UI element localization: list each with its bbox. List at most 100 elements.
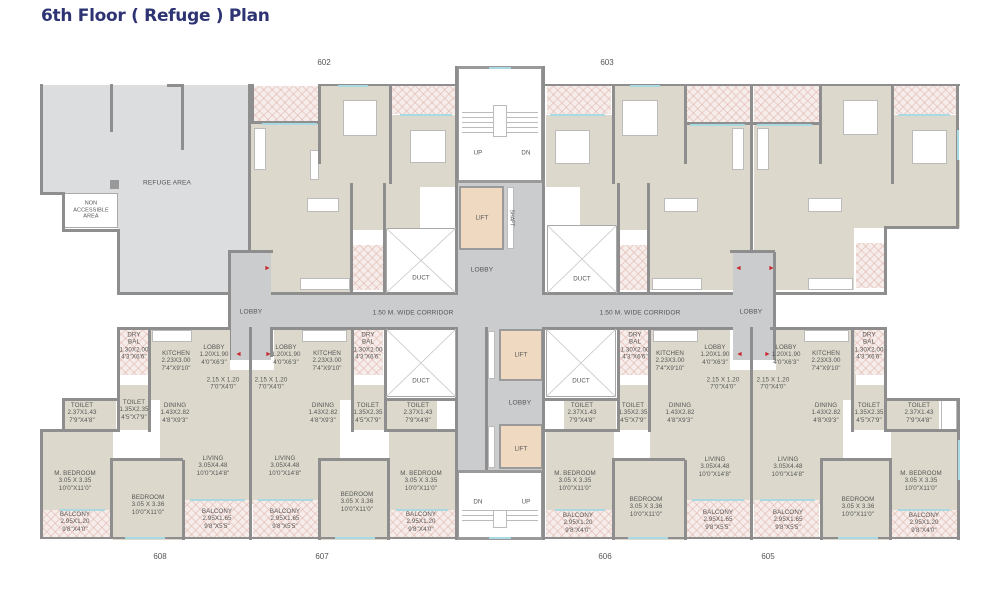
- shaft-top: [507, 187, 514, 249]
- unit-605-m-bedroom: [891, 430, 957, 510]
- unit-605-dining-label: DINING 1.43X2.82 4'8"X9'3": [811, 402, 841, 424]
- entry-marker-icon: ◄: [735, 265, 742, 272]
- page-title: 6th Floor ( Refuge ) Plan: [41, 6, 270, 26]
- unit-608-balcony-small: [43, 510, 110, 537]
- unit-605-balcony-large-label: BALCONY 2.95X1.65 9'8"X5'5": [772, 509, 804, 531]
- sofa-icon: [254, 128, 266, 170]
- lift-top[interactable]: [459, 186, 504, 250]
- lobby-top-label: LOBBY: [470, 266, 494, 274]
- unit-606-toilet-large-label: TOILET 2.37X1.43 7'9"X4'8": [567, 402, 597, 424]
- lobby-left-label: LOBBY: [239, 308, 263, 316]
- stair-dn-label-bottom: DN: [473, 498, 483, 506]
- unit-607-balcony-large-label: BALCONY 2.95X1.65 9'8"X5'5": [269, 508, 301, 530]
- unit-606-toilet-small-label: TOILET 1.35X2.35 4'5"X7'9": [618, 402, 648, 424]
- duct-607: [386, 329, 456, 397]
- unit-602-core: [340, 160, 420, 230]
- staircase-bottom: [456, 470, 544, 540]
- unit-606-m-bedroom: [546, 430, 614, 510]
- unit-606-living-label: LIVING 3.05X4.48 10'0"X14'8": [698, 456, 732, 478]
- unit-607-toilet-small-label: TOILET 1.35X2.35 4'5"X7'9": [353, 402, 383, 424]
- stair-up-label: UP: [473, 149, 483, 157]
- lift-bottom-2[interactable]: [499, 424, 543, 469]
- dining-table-icon: [664, 198, 698, 212]
- unit-607-dry-balcony: [353, 330, 383, 375]
- wardrobe-icon: [310, 150, 319, 180]
- unit-606-dry-balcony: [620, 330, 648, 375]
- unit-606-kitchen-label: KITCHEN 2.23X3.00 7'4"X9'10": [655, 350, 685, 372]
- unit-605-kitchen-label: KITCHEN 2.23X3.00 7'4"X9'10": [811, 350, 841, 372]
- refuge-area: [42, 85, 248, 193]
- unit-606-balcony-small: [546, 510, 612, 537]
- unit-607-living-label: LIVING 3.05X4.48 10'0"X14'8": [268, 455, 302, 477]
- unit-606-dry-bal-label: DRY BAL 1.30X2.00 4'3"X6'6": [620, 331, 650, 361]
- unit-606-lobby-label: LOBBY 1.20X1.90 4'0"X6'3": [700, 344, 730, 366]
- non-accessible-area: [64, 193, 118, 228]
- bed-icon: [912, 130, 947, 164]
- unit-number-607: 607: [315, 552, 329, 561]
- duct-603: [547, 225, 617, 293]
- unit-number-602: 602: [317, 58, 331, 67]
- unit-605-living-label: LIVING 3.05X4.48 10'0"X14'8": [771, 456, 805, 478]
- shaft-top-label: SHAFT: [508, 209, 515, 227]
- unit-607-balcony-small: [390, 510, 455, 537]
- stair-well: [493, 510, 507, 528]
- unit-608-balcony-large: [185, 500, 249, 537]
- unit-605-balcony-small-label: BALCONY 2.95X1.20 9'8"X4'0": [908, 512, 940, 534]
- unit-607-dining-label: DINING 1.43X2.82 4'8"X9'3": [308, 402, 338, 424]
- lobby-bottom-label: LOBBY: [508, 399, 532, 407]
- unit-608-balcony-large-label: BALCONY 2.95X1.65 9'8"X5'5": [201, 508, 233, 530]
- refuge-column: [110, 180, 119, 189]
- bed-icon: [343, 100, 377, 136]
- unit-608-passage-label: 2.15 X 1.20 7'0"X4'0": [206, 376, 240, 391]
- unit-607-toilet-large-label: TOILET 2.37X1.43 7'9"X4'8": [403, 402, 433, 424]
- unit-605-toilet-1: [853, 385, 885, 430]
- bed-icon: [410, 130, 446, 163]
- unit-605-toilet-large-label: TOILET 2.37X1.43 7'9"X4'8": [904, 402, 934, 424]
- unit-number-608: 608: [153, 552, 167, 561]
- stair-up-label-bottom: UP: [521, 498, 531, 506]
- corridor-right-label: 1.50 M. WIDE CORRIDOR: [599, 309, 681, 317]
- duct-605-small: [941, 400, 957, 430]
- unit-608-m-bedroom: [43, 430, 113, 510]
- unit-608-dry-bal-label: DRY BAL 1.30X2.00 4'3"X6'6": [119, 331, 149, 361]
- unit-603-balcony-2: [687, 86, 751, 124]
- unit-606-bedroom: [614, 460, 684, 540]
- unit-606-dining-label: DINING 1.43X2.82 4'8"X9'3": [665, 402, 695, 424]
- unit-605-dry-bal-label: DRY BAL 1.30X2.00 4'3"X6'6": [854, 331, 884, 361]
- unit-608-dining-label: DINING 1.43X2.82 4'8"X9'3": [160, 402, 190, 424]
- unit-603-core: [580, 160, 660, 230]
- unit-607-bedroom-label: BEDROOM 3.05 X 3.36 10'0"X11'0": [340, 491, 374, 513]
- lobby-right-label: LOBBY: [739, 308, 763, 316]
- unit-605-dry-balcony: [855, 330, 885, 375]
- corridor-left-label: 1.50 M. WIDE CORRIDOR: [372, 309, 454, 317]
- kitchen-counter-icon: [652, 278, 702, 290]
- unit-606-m-bedroom-label: M. BEDROOM 3.05 X 3.35 10'0"X11'0": [554, 470, 596, 492]
- unit-607-balcony-small-label: BALCONY 2.95X1.20 9'8"X4'0": [405, 511, 437, 533]
- kitchen-counter-icon: [300, 278, 350, 290]
- entry-marker-icon: ►: [764, 351, 771, 358]
- lobby-right: [733, 252, 774, 360]
- unit-606-bedroom-label: BEDROOM 3.05 X 3.36 10'0"X11'0": [629, 496, 663, 518]
- kitchen-counter-icon: [302, 330, 347, 342]
- unit-605-m-bedroom-label: M. BEDROOM 3.05 X 3.35 10'0"X11'0": [900, 470, 942, 492]
- dining-table-icon: [808, 198, 842, 212]
- entry-marker-icon: ►: [768, 265, 775, 272]
- unit-608-living-label: LIVING 3.05X4.48 10'0"X14'8": [196, 455, 230, 477]
- refuge-area-lower: [118, 190, 248, 292]
- unit-605-lobby-label: LOBBY 1.20X1.90 4'0"X6'3": [771, 344, 801, 366]
- refuge-area-label: REFUGE AREA: [143, 179, 191, 187]
- duct-603-label: DUCT: [573, 275, 591, 283]
- unit-606-balcony-large-label: BALCONY 2.95X1.65 9'8"X5'5": [702, 509, 734, 531]
- unit-604-dry-balcony: [856, 243, 884, 288]
- lift-bottom-1[interactable]: [499, 329, 543, 381]
- kitchen-counter-icon: [804, 330, 849, 342]
- lobby-bottom-side: [456, 327, 488, 470]
- duct-606: [546, 329, 616, 397]
- unit-606-balcony-small-label: BALCONY 2.95X1.20 9'8"X4'0": [562, 512, 594, 534]
- sofa-icon: [757, 128, 769, 170]
- entry-marker-icon: ◄: [736, 351, 743, 358]
- unit-608-toilet-2: [118, 385, 150, 430]
- unit-608-bedroom-label: BEDROOM 3.05 X 3.36 10'0"X11'0": [131, 494, 165, 516]
- unit-602-dry-balcony: [353, 245, 383, 290]
- unit-607-lobby-label: LOBBY 1.20X1.90 4'0"X6'3": [271, 344, 301, 366]
